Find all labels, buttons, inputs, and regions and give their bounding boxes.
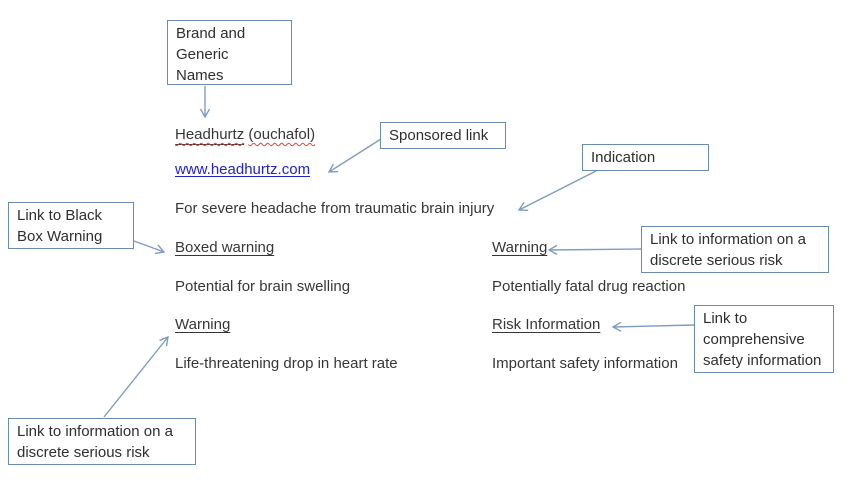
risk-information-link[interactable]: Risk Information [492,316,601,333]
arrow-sponsored-to-url [327,138,382,173]
drug-name-line: Headhurtz (ouchafol) [175,126,316,145]
arrow-blackbox-to-boxed-warning [133,240,166,255]
generic-name: (ouchafol) [248,126,316,143]
sponsored-url-link[interactable]: www.headhurtz.com [175,161,311,178]
callout-sponsored-link: Sponsored link [380,122,506,149]
callout-brand-generic-names: Brand and Generic Names [167,20,292,85]
warning-left-link[interactable]: Warning [175,316,231,333]
callout-indication: Indication [582,144,709,171]
callout-comprehensive-safety-info: Link to comprehensive safety information [694,305,834,373]
brand-name-link[interactable]: Headhurtz [175,126,245,145]
boxed-warning-body: Potential for brain swelling [175,278,351,295]
warning-right-body: Potentially fatal drug reaction [492,278,686,295]
callout-discrete-serious-risk-right: Link to information on a discrete seriou… [641,226,829,273]
indication-text: For severe headache from traumatic brain… [175,200,495,217]
arrow-discrete-right-to-warning [547,244,642,256]
warning-right-link[interactable]: Warning [492,239,548,256]
warning-left-body: Life-threatening drop in heart rate [175,355,398,372]
callout-black-box-warning: Link to Black Box Warning [8,202,134,249]
arrow-comprehensive-to-risk-info [611,321,695,332]
risk-information-body: Important safety information [492,355,678,372]
arrow-indication-to-text [517,170,597,212]
arrow-discrete-left-to-warning [103,335,169,418]
boxed-warning-link[interactable]: Boxed warning [175,239,275,256]
callout-discrete-serious-risk-left: Link to information on a discrete seriou… [8,418,196,465]
